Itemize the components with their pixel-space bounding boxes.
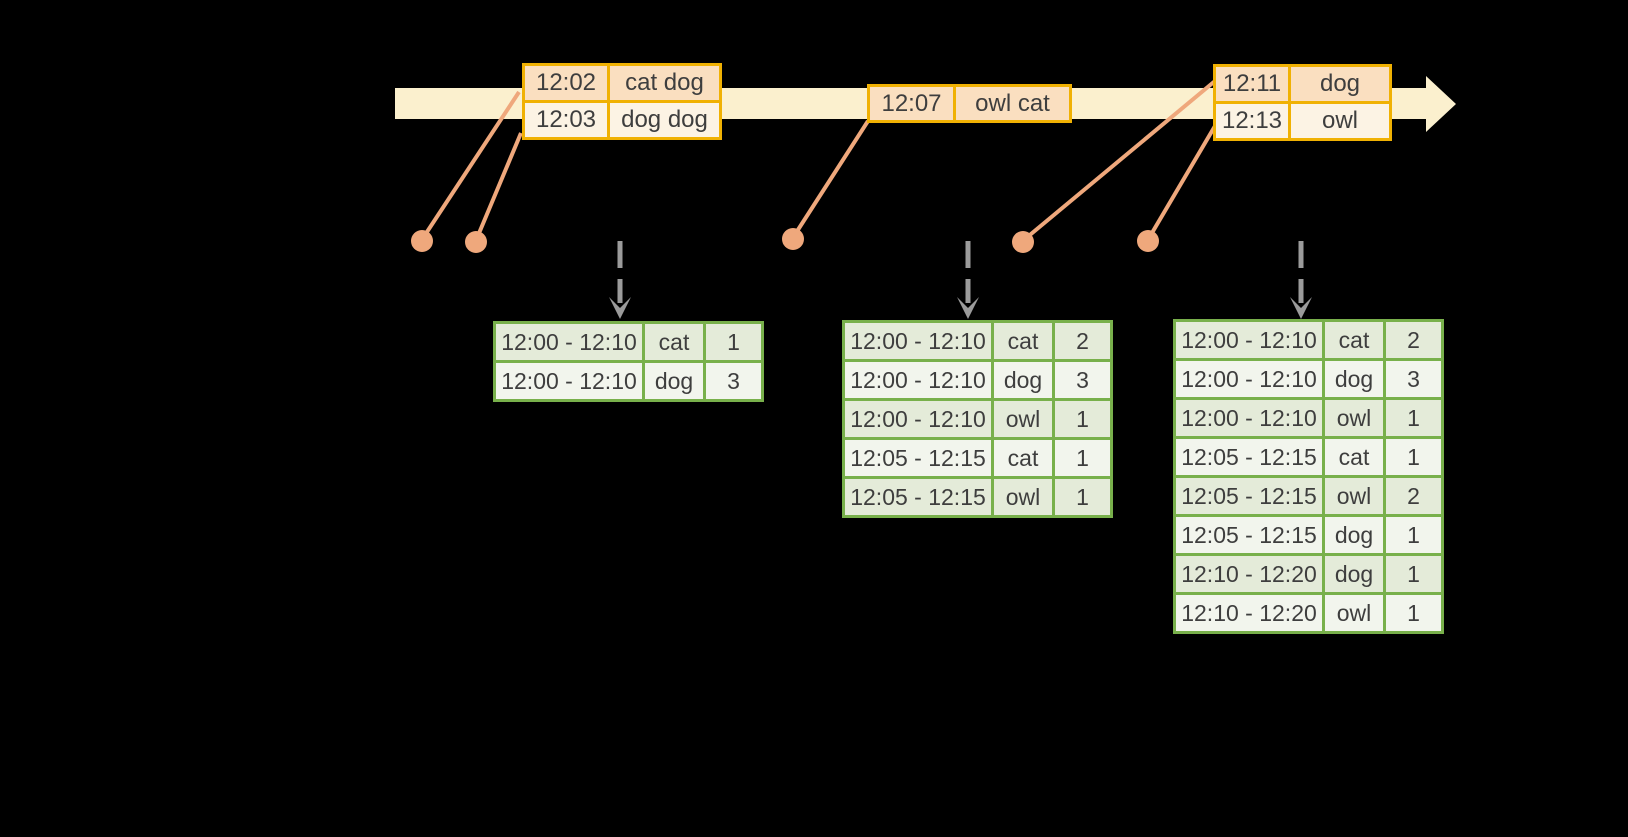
- result-table-1: 12:00 - 12:10 cat 1 12:00 - 12:10 dog 3: [493, 321, 764, 402]
- count-cell: 3: [706, 363, 761, 399]
- window-cell: 12:05 - 12:15: [845, 479, 991, 515]
- word-cell: owl: [1325, 595, 1383, 631]
- trigger-arrow-heads: [609, 297, 1312, 319]
- count-cell: 1: [1055, 401, 1110, 437]
- event-time-cell: 12:07: [870, 87, 953, 120]
- event-time-cell: 12:02: [525, 66, 607, 100]
- window-cell: 12:00 - 12:10: [1176, 400, 1322, 436]
- word-cell: dog: [994, 362, 1052, 398]
- window-cell: 12:05 - 12:15: [845, 440, 991, 476]
- window-cell: 12:00 - 12:10: [496, 324, 642, 360]
- window-cell: 12:05 - 12:15: [1176, 439, 1322, 475]
- connector-line: [475, 132, 523, 239]
- window-cell: 12:00 - 12:10: [845, 323, 991, 359]
- event-time-cell: 12:11: [1216, 67, 1288, 101]
- connector-line: [792, 119, 870, 238]
- event-marker-dot: [465, 231, 487, 253]
- window-cell: 12:00 - 12:10: [496, 363, 642, 399]
- event-box-1202: 12:02 cat dog 12:03 dog dog: [522, 63, 722, 140]
- word-cell: owl: [994, 401, 1052, 437]
- result-table-3: 12:00 - 12:10 cat 2 12:00 - 12:10 dog 3 …: [1173, 319, 1444, 634]
- window-cell: 12:05 - 12:15: [1176, 478, 1322, 514]
- event-box-1207: 12:07 owl cat: [867, 84, 1072, 123]
- event-box-1211: 12:11 dog 12:13 owl: [1213, 64, 1392, 141]
- count-cell: 3: [1386, 361, 1441, 397]
- event-time-cell: 12:13: [1216, 104, 1288, 138]
- event-words-cell: owl: [1291, 104, 1389, 138]
- word-cell: owl: [1325, 478, 1383, 514]
- word-cell: cat: [645, 324, 703, 360]
- word-cell: cat: [994, 440, 1052, 476]
- window-cell: 12:00 - 12:10: [845, 362, 991, 398]
- count-cell: 2: [1386, 478, 1441, 514]
- count-cell: 3: [1055, 362, 1110, 398]
- event-time-cell: 12:03: [525, 103, 607, 137]
- event-words-cell: cat dog: [610, 66, 719, 100]
- event-marker-dot: [1012, 231, 1034, 253]
- word-cell: dog: [1325, 556, 1383, 592]
- down-arrow-head-icon: [609, 297, 631, 319]
- word-cell: dog: [1325, 517, 1383, 553]
- window-cell: 12:00 - 12:10: [1176, 322, 1322, 358]
- window-cell: 12:00 - 12:10: [1176, 361, 1322, 397]
- word-cell: cat: [1325, 439, 1383, 475]
- count-cell: 1: [1386, 556, 1441, 592]
- window-cell: 12:00 - 12:10: [845, 401, 991, 437]
- timeline-arrowhead-icon: [1426, 76, 1456, 132]
- event-marker-dot: [782, 228, 804, 250]
- event-marker-dot: [1137, 230, 1159, 252]
- trigger-arrow-shafts: [617, 241, 1304, 303]
- word-cell: cat: [994, 323, 1052, 359]
- count-cell: 1: [1386, 595, 1441, 631]
- count-cell: 2: [1386, 322, 1441, 358]
- window-cell: 12:10 - 12:20: [1176, 595, 1322, 631]
- count-cell: 2: [1055, 323, 1110, 359]
- word-cell: cat: [1325, 322, 1383, 358]
- event-marker-dot: [411, 230, 433, 252]
- word-cell: owl: [1325, 400, 1383, 436]
- word-cell: dog: [1325, 361, 1383, 397]
- window-cell: 12:05 - 12:15: [1176, 517, 1322, 553]
- event-words-cell: owl cat: [956, 87, 1069, 120]
- down-arrow-head-icon: [957, 297, 979, 319]
- count-cell: 1: [1386, 439, 1441, 475]
- event-words-cell: dog dog: [610, 103, 719, 137]
- count-cell: 1: [1055, 479, 1110, 515]
- connector-line: [1147, 124, 1217, 240]
- result-table-2: 12:00 - 12:10 cat 2 12:00 - 12:10 dog 3 …: [842, 320, 1113, 518]
- event-marker-dots: [411, 228, 1159, 253]
- count-cell: 1: [1386, 517, 1441, 553]
- window-cell: 12:10 - 12:20: [1176, 556, 1322, 592]
- down-arrow-head-icon: [1290, 297, 1312, 319]
- word-cell: owl: [994, 479, 1052, 515]
- word-cell: dog: [645, 363, 703, 399]
- event-words-cell: dog: [1291, 67, 1389, 101]
- count-cell: 1: [706, 324, 761, 360]
- count-cell: 1: [1055, 440, 1110, 476]
- count-cell: 1: [1386, 400, 1441, 436]
